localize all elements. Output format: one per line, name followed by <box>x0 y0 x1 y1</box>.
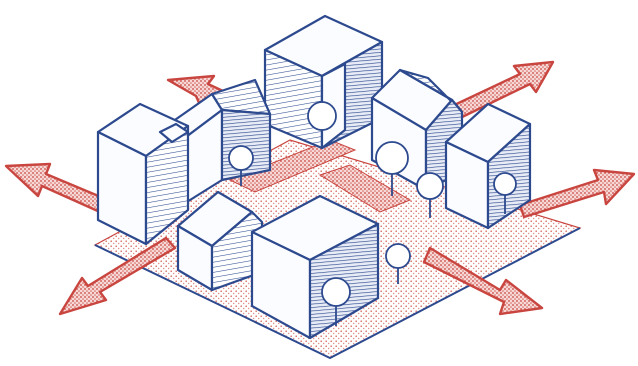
arrow-west <box>6 164 108 212</box>
arrow-east <box>520 170 634 217</box>
